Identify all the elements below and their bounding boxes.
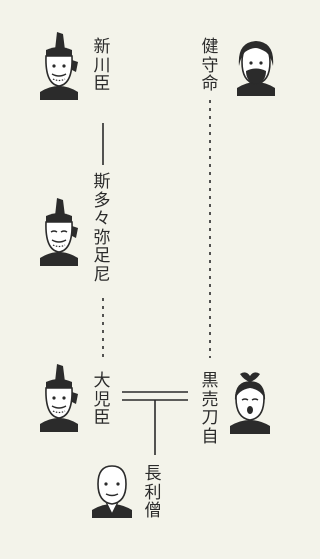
person-name-shitadamiyatari: 斯多々弥足尼 [93,172,111,285]
courtier-portrait-icon [40,364,78,432]
woman-portrait-icon [230,372,270,434]
monk-portrait-icon [92,465,132,518]
courtier-portrait-icon [40,198,78,266]
person-name-niikawa: 新川臣 [93,37,111,94]
person-name-okonomi: 大児臣 [93,371,111,428]
person-name-kenmori: 健守命 [201,37,219,94]
person-name-choriso: 長利僧 [144,464,162,521]
person-name-kurouritojiji: 黒売刀自 [201,371,219,447]
bearded-man-portrait-icon [237,41,275,96]
courtier-portrait-icon [40,32,78,100]
